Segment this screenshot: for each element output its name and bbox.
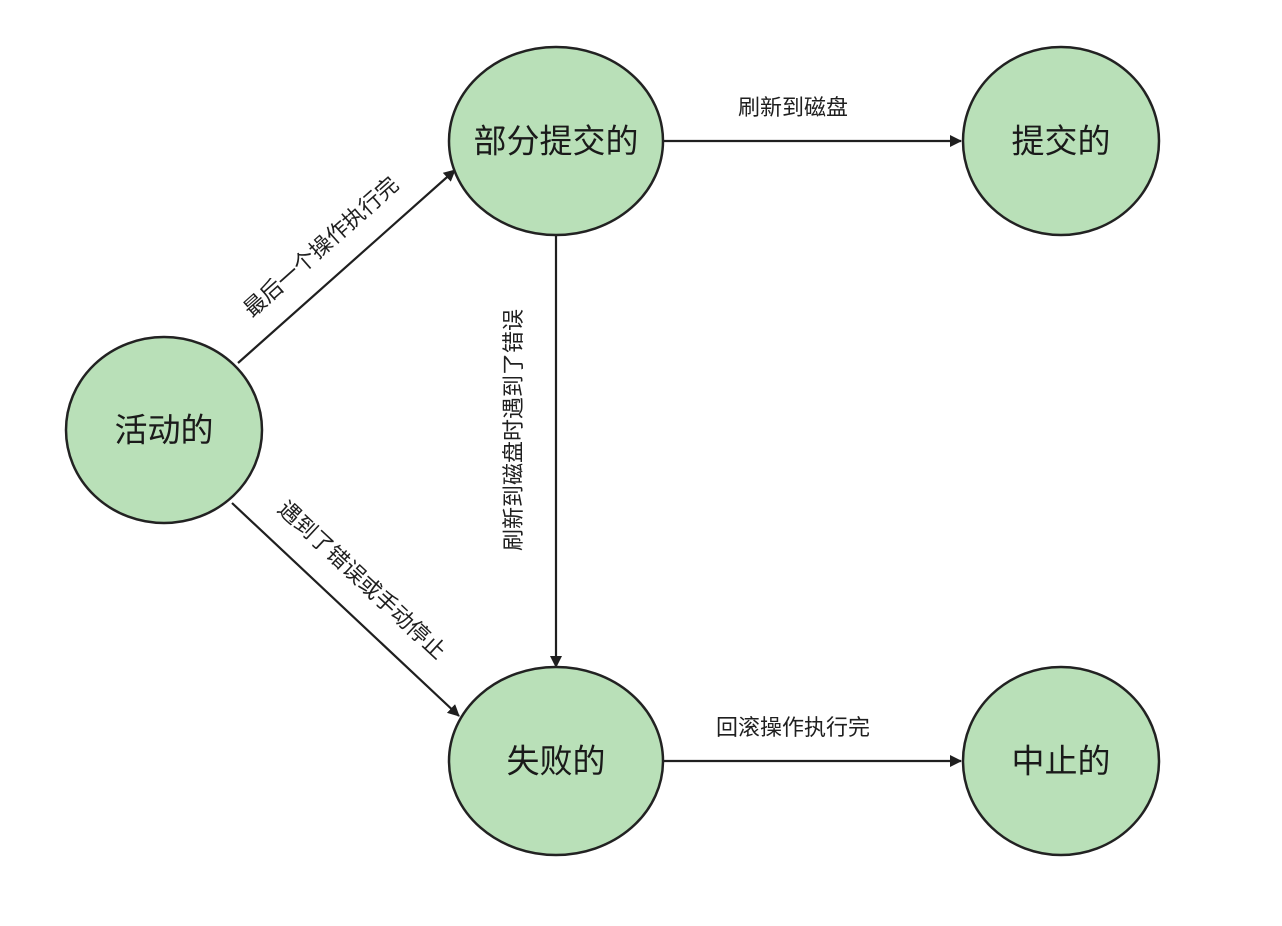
edge-partially-committed-to-failed: 刷新到磁盘时遇到了错误	[502, 236, 562, 668]
state-node-label-active: 活动的	[115, 411, 214, 450]
edge-active-to-partially-committed: 最后一个操作执行完	[237, 169, 456, 364]
state-node-active: 活动的	[64, 335, 264, 525]
edge-label-partially-committed-to-committed: 刷新到磁盘	[738, 96, 848, 121]
state-node-shape	[64, 335, 264, 525]
edge-label-active-to-partially-committed: 最后一个操作执行完	[239, 173, 404, 323]
edge-label-failed-to-aborted: 回滚操作执行完	[716, 716, 870, 741]
state-node-label-partially-committed: 部分提交的	[474, 122, 639, 161]
state-node-aborted: 中止的	[961, 665, 1161, 857]
edge-active-to-failed: 遇到了错误或手动停止	[231, 496, 460, 717]
state-node-shape	[961, 665, 1161, 857]
state-node-label-failed: 失败的	[507, 742, 606, 781]
edge-label-partially-committed-to-failed: 刷新到磁盘时遇到了错误	[502, 309, 527, 551]
edge-line	[231, 502, 460, 717]
state-node-committed: 提交的	[961, 45, 1161, 237]
edge-label-active-to-failed: 遇到了错误或手动停止	[272, 496, 450, 664]
state-node-failed: 失败的	[447, 665, 665, 857]
state-node-partially-committed: 部分提交的	[447, 45, 665, 237]
state-node-shape	[447, 45, 665, 237]
edge-failed-to-aborted: 回滚操作执行完	[664, 716, 962, 767]
state-node-label-committed: 提交的	[1012, 122, 1111, 161]
state-node-shape	[447, 665, 665, 857]
edge-partially-committed-to-committed: 刷新到磁盘	[664, 96, 962, 147]
state-node-shape	[961, 45, 1161, 237]
edge-line	[237, 169, 456, 364]
state-node-label-aborted: 中止的	[1012, 742, 1111, 781]
